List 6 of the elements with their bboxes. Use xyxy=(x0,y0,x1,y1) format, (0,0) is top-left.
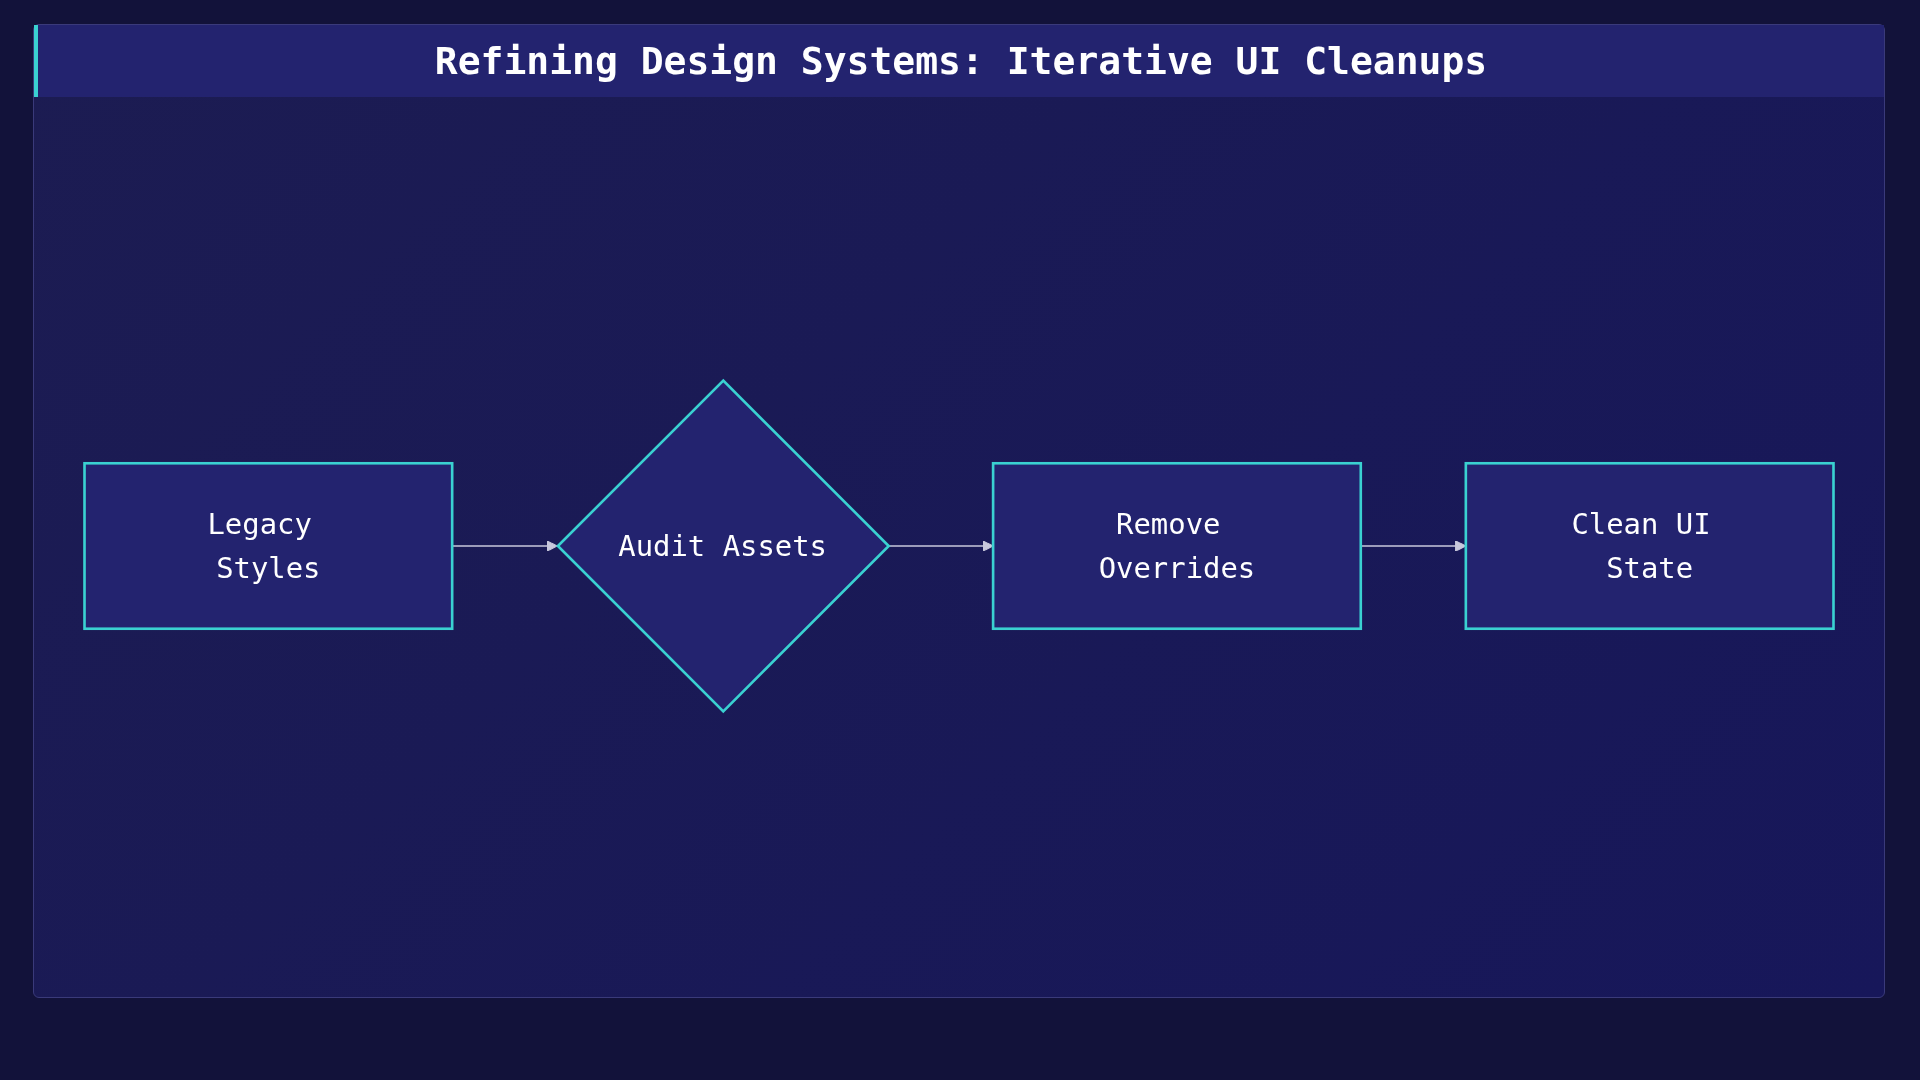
node-diamond: Audit Assets xyxy=(556,378,891,714)
diagram-title: Refining Design Systems: Iterative UI Cleanups xyxy=(434,39,1488,83)
node-box: Remove Overrides xyxy=(991,461,1363,631)
node-box: Clean UI State xyxy=(1464,461,1835,631)
node-box: Legacy Styles xyxy=(83,461,454,631)
arrow xyxy=(887,540,994,552)
